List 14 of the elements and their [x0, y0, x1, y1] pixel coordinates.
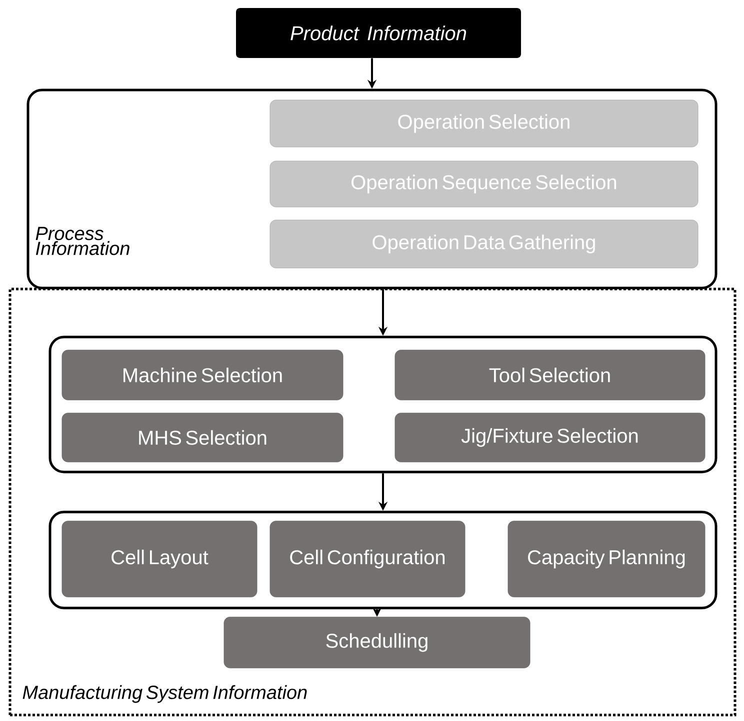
process-box: Machine Selection	[62, 350, 344, 400]
title-box: Product Information	[236, 8, 521, 58]
process-box: Jig/Fixture Selection	[394, 412, 706, 462]
process-box: Capacity Planning	[508, 520, 706, 598]
process-box: Tool Selection	[394, 350, 706, 400]
process-box: Operation Data Gathering	[270, 220, 698, 268]
process-box: Operation Sequence Selection	[270, 160, 698, 208]
process-box: MHS Selection	[62, 412, 344, 462]
group-box	[48, 510, 718, 610]
group-box	[48, 336, 718, 474]
process-box: Cell Layout	[62, 520, 258, 598]
process-box: Schedulling	[224, 616, 530, 668]
process-box: Cell Configuration	[270, 520, 466, 598]
process-box: Operation Selection	[270, 100, 698, 148]
